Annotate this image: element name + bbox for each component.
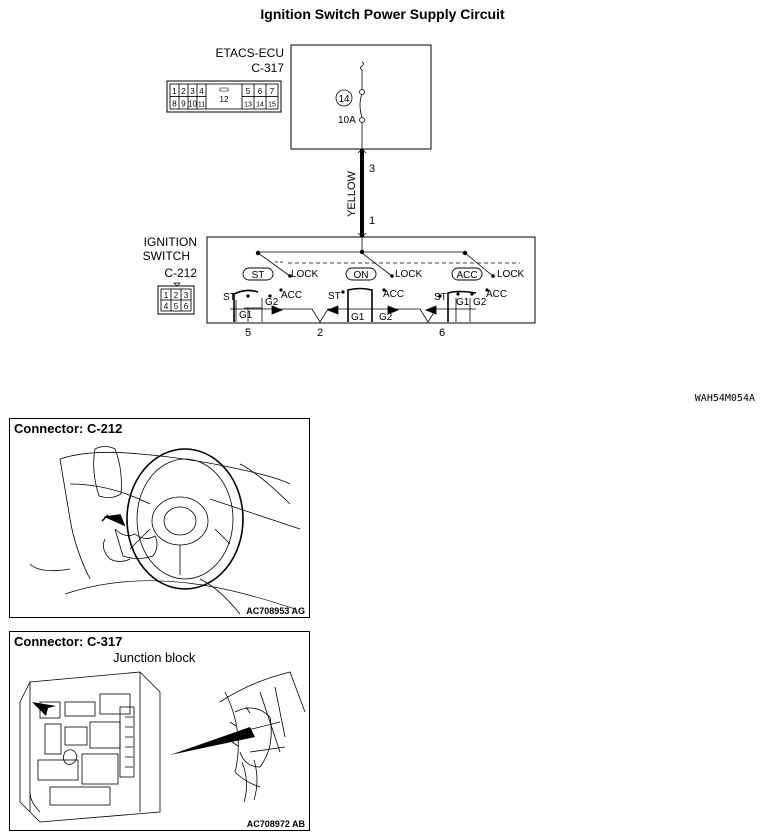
fuse-number-circle <box>335 89 353 107</box>
position-badge <box>242 267 274 281</box>
g2-label-1: G2 <box>265 297 279 308</box>
c317-pin: 8 <box>172 100 177 109</box>
lock-label-3: LOCK <box>497 269 525 280</box>
c212-pin: 6 <box>184 302 189 311</box>
c317-pin: 13 <box>244 102 252 109</box>
c317-pin: 1 <box>172 87 177 96</box>
connector-c212-panel: Connector: C-212 AC708953 AG <box>9 418 310 618</box>
connector-c317-code: AC708972 AB <box>246 819 305 829</box>
ignition-switch-box <box>206 236 536 324</box>
connector-c212-title: Connector: C-212 <box>14 421 123 436</box>
etacs-name: ETACS-ECU <box>216 46 284 60</box>
c212-pin: 4 <box>164 302 169 311</box>
c317-pin: 15 <box>268 102 276 109</box>
switch-dots <box>246 274 495 298</box>
c317-pin: 3 <box>190 87 195 96</box>
etacs-internal-wire <box>360 61 364 90</box>
c212-pin: 5 <box>174 302 179 311</box>
fuse-rating: 10A <box>338 115 356 126</box>
connector-c212-code: AC708953 AG <box>246 606 305 616</box>
wire-color-label: YELLOW <box>346 170 358 216</box>
position-label: ACC <box>456 270 477 281</box>
c317-pin: 14 <box>256 102 264 109</box>
g1-label-1: G1 <box>239 310 253 321</box>
figure-code: WAH54M054A <box>694 393 755 404</box>
etacs-connector-diagram: 1 82 93 104 11 12 5 13 6 14 7 15 <box>166 80 282 113</box>
position-badge <box>345 267 377 281</box>
g1-label-3: G1 <box>456 297 470 308</box>
fuse-number: 14 <box>338 94 350 105</box>
connector-c317-title: Connector: C-317 <box>14 634 123 649</box>
arrow-icon <box>32 702 56 716</box>
steering-column-illustration <box>29 446 301 615</box>
terminal-5: 5 <box>245 327 251 339</box>
lock-label-2: LOCK <box>395 269 423 280</box>
terminal-6: 6 <box>439 327 445 339</box>
c317-pin: 12 <box>220 95 229 104</box>
connector-c317-subtitle: Junction block <box>113 650 196 665</box>
c212-pin: 2 <box>174 291 179 300</box>
c317-pin: 7 <box>270 87 275 96</box>
connector-c317-panel: Connector: C-317 Junction block <box>9 631 310 831</box>
fuse-terminal-top <box>359 89 365 95</box>
fuse-element <box>359 93 363 119</box>
switch-linkage <box>255 237 520 277</box>
c212-pin: 1 <box>164 291 169 300</box>
c317-pin: 5 <box>246 87 251 96</box>
arrow-icon <box>101 514 126 527</box>
g2-label-2: G2 <box>379 312 393 323</box>
st-label-3: ST <box>434 292 447 303</box>
acc-label-3: ACC <box>486 289 507 300</box>
wire-pin-bottom: 1 <box>369 215 375 227</box>
junction-block-illustration <box>19 671 306 823</box>
st-label-1: ST <box>223 292 236 303</box>
lock-label-1: LOCK <box>291 269 319 280</box>
acc-label-2: ACC <box>383 289 404 300</box>
position-badge <box>451 267 483 281</box>
st-label-2: ST <box>328 291 341 302</box>
position-label: ST <box>252 270 265 281</box>
c317-pin: 11 <box>198 102 205 109</box>
circuit-diagram: 14 10A ETACS-ECU C-317 18293104111251361… <box>143 44 536 339</box>
c317-pin: 9 <box>181 100 186 109</box>
ignition-connector-code: C-212 <box>164 266 197 280</box>
c212-pin: 3 <box>184 291 189 300</box>
c317-pin: 10 <box>188 100 197 109</box>
ignition-label-line2: SWITCH <box>143 249 190 263</box>
etacs-connector-code: C-317 <box>251 61 284 75</box>
acc-label-1: ACC <box>281 290 302 301</box>
wire-pin-top: 3 <box>369 163 375 175</box>
c317-pin: 6 <box>258 87 263 96</box>
fuse-terminal-bottom <box>359 117 365 123</box>
terminal-2: 2 <box>317 327 323 339</box>
ignition-label-line1: IGNITION <box>144 235 197 249</box>
pointer-wedge <box>170 727 255 755</box>
g1-label-2: G1 <box>351 312 365 323</box>
position-label: ON <box>354 270 369 281</box>
page-title: Ignition Switch Power Supply Circuit <box>260 6 505 22</box>
c317-pin: 2 <box>181 87 186 96</box>
g2-label-3: G2 <box>473 297 487 308</box>
c317-pin: 4 <box>199 87 204 96</box>
